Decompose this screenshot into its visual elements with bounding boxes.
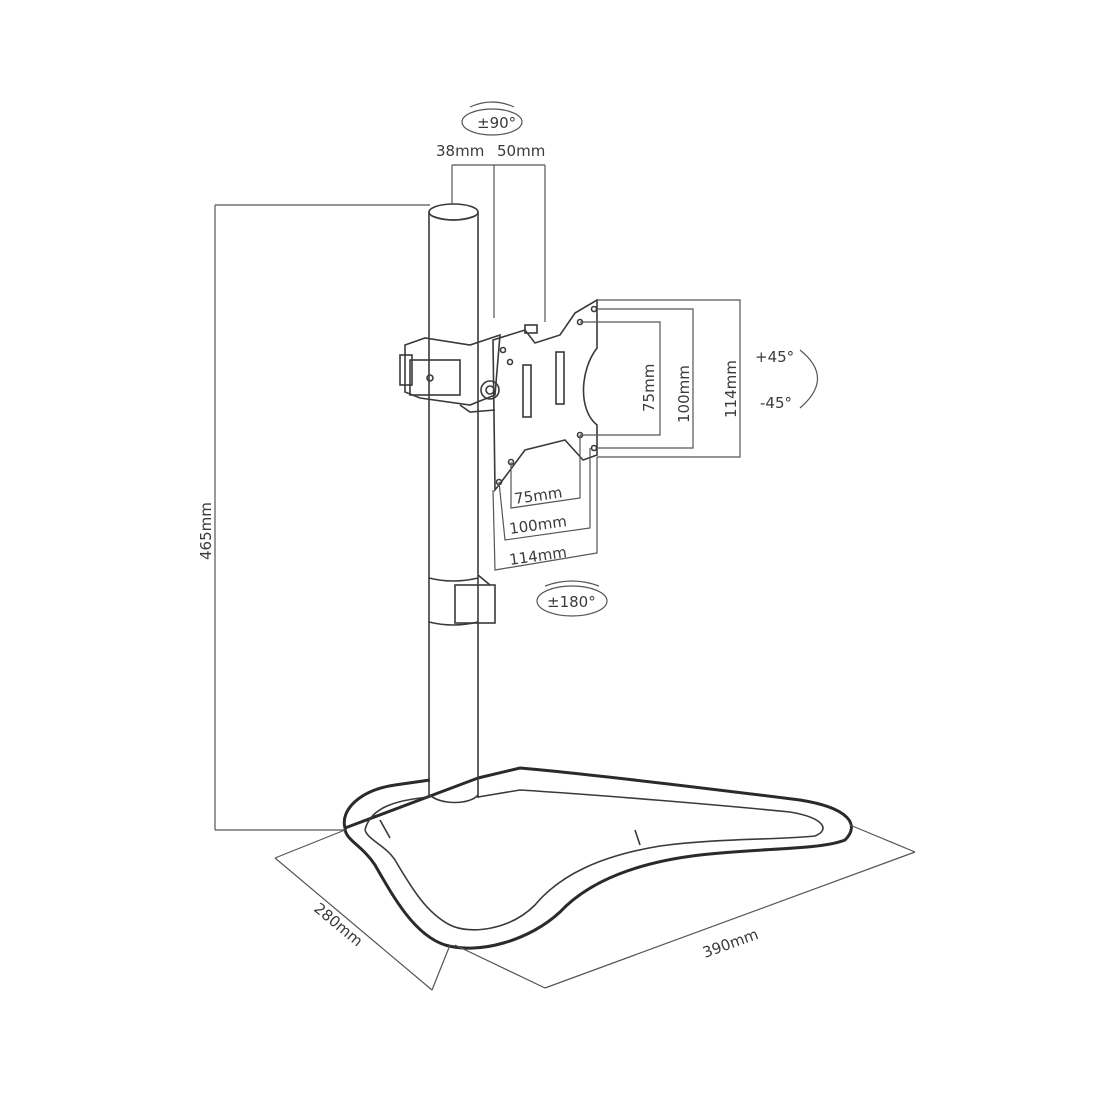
rotate-indicator <box>536 585 608 617</box>
swivel-indicator <box>461 108 523 136</box>
vesa-h-114-label: 114mm <box>508 543 568 569</box>
depth-label: 280mm <box>310 899 366 950</box>
base <box>342 766 853 950</box>
plate-offset-label: 50mm <box>497 142 545 160</box>
pole-diameter-label: 38mm <box>436 142 484 160</box>
cable-clip <box>428 574 496 626</box>
depth-dimension <box>274 829 451 991</box>
height-dimension <box>214 204 430 831</box>
rotate-label: ±180° <box>547 593 596 611</box>
swivel-arrow-icon <box>469 101 515 108</box>
vesa-horizontal-dimensions <box>492 435 598 571</box>
tilt-up-label: +45° <box>755 348 794 366</box>
vesa-h-75-label: 75mm <box>513 483 563 508</box>
width-label: 390mm <box>700 925 761 962</box>
vesa-plate <box>492 298 598 493</box>
vesa-v-100-label: 100mm <box>675 365 693 423</box>
vesa-h-100-label: 100mm <box>508 512 568 538</box>
vesa-v-114-label: 114mm <box>722 360 740 418</box>
swivel-label: ±90° <box>477 114 516 132</box>
upper-clamp <box>399 333 501 413</box>
width-dimension <box>454 824 916 989</box>
vesa-vertical-dimensions <box>580 299 741 458</box>
vesa-v-75-label: 75mm <box>640 364 658 412</box>
rotate-arrow-icon <box>544 580 600 587</box>
height-label: 465mm <box>197 502 215 560</box>
pivot-knob <box>480 380 500 400</box>
tilt-down-label: -45° <box>760 394 792 412</box>
tilt-arrow-icon <box>799 349 818 409</box>
top-dimensions <box>451 164 546 322</box>
pole <box>428 203 479 798</box>
